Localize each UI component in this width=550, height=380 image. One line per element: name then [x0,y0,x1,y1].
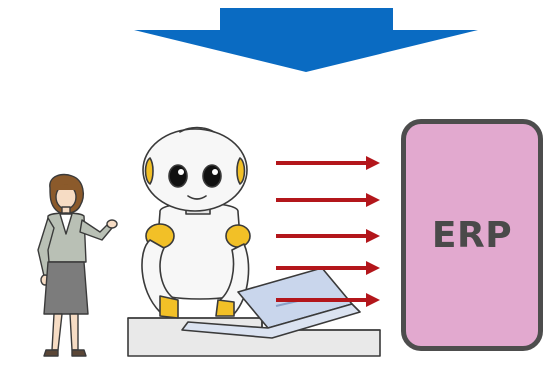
erp-label: ERP [432,215,512,256]
down-arrow-icon [134,8,478,72]
businesswoman-illustration [38,175,117,357]
erp-system-box: ERP [401,119,543,351]
right-arrow-icon [276,229,380,243]
right-arrow-icon [276,261,380,275]
right-arrow-icon [276,156,380,170]
right-arrow-icon [276,193,380,207]
